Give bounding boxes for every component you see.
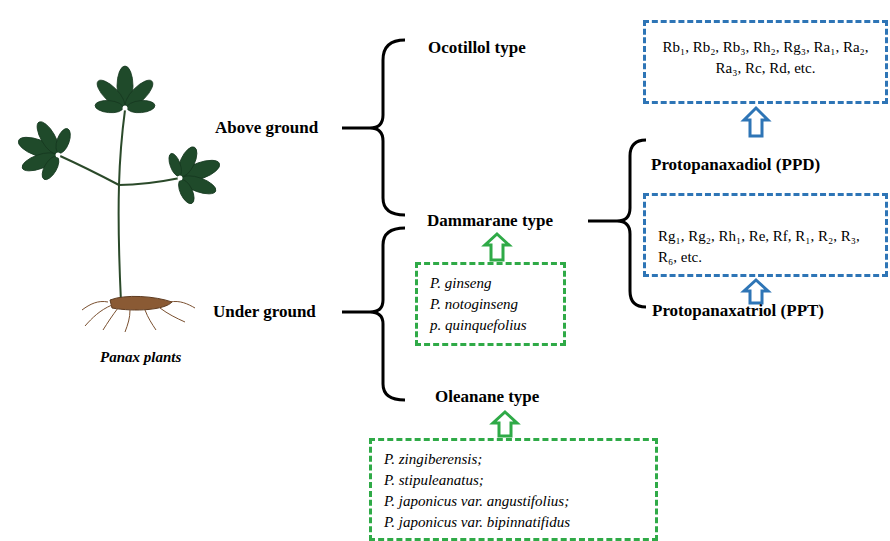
box-text: P. ginseng bbox=[430, 273, 555, 294]
box-text: P. notoginseng bbox=[430, 294, 555, 315]
box-text: P. zingiberensis; bbox=[384, 449, 647, 470]
box-text: p. quinquefolius bbox=[430, 315, 555, 336]
brace bbox=[342, 40, 646, 400]
text-label: Ocotillol type bbox=[428, 38, 526, 58]
box-text: Rb₁, Rb₂, Rb₃, Rh₂, Rg₃, Ra₁, Ra₂, Ra₃, … bbox=[656, 37, 875, 79]
text-label: Under ground bbox=[213, 302, 316, 322]
text-label: Protopanaxatriol (PPT) bbox=[652, 301, 824, 321]
box-text: P. stipuleanatus; bbox=[384, 470, 647, 491]
dashed-box: P. zingiberensis;P. stipuleanatus;P. jap… bbox=[369, 438, 658, 541]
text-label: Oleanane type bbox=[435, 387, 539, 407]
box-text: P. japonicus var. angustifolius; bbox=[384, 491, 647, 512]
box-text: P. japonicus var. bipinnatifidus bbox=[384, 512, 647, 533]
dashed-box: P. ginsengP. notoginsengp. quinquefolius bbox=[415, 262, 566, 346]
text-label: Panax plants bbox=[100, 348, 181, 366]
text-label: Dammarane type bbox=[427, 211, 553, 231]
plant-illustration bbox=[16, 66, 222, 332]
text-label: Above ground bbox=[215, 118, 318, 138]
box-text: Rg₁, Rg₂, Rh₁, Re, Rf, R₁, R₂, R₃, R₆, e… bbox=[658, 226, 875, 268]
dashed-box: Rb₁, Rb₂, Rb₃, Rh₂, Rg₃, Ra₁, Ra₂, Ra₃, … bbox=[643, 20, 888, 104]
dashed-box: Rg₁, Rg₂, Rh₁, Re, Rf, R₁, R₂, R₃, R₆, e… bbox=[643, 193, 888, 277]
text-label: Protopanaxadiol (PPD) bbox=[651, 155, 820, 175]
